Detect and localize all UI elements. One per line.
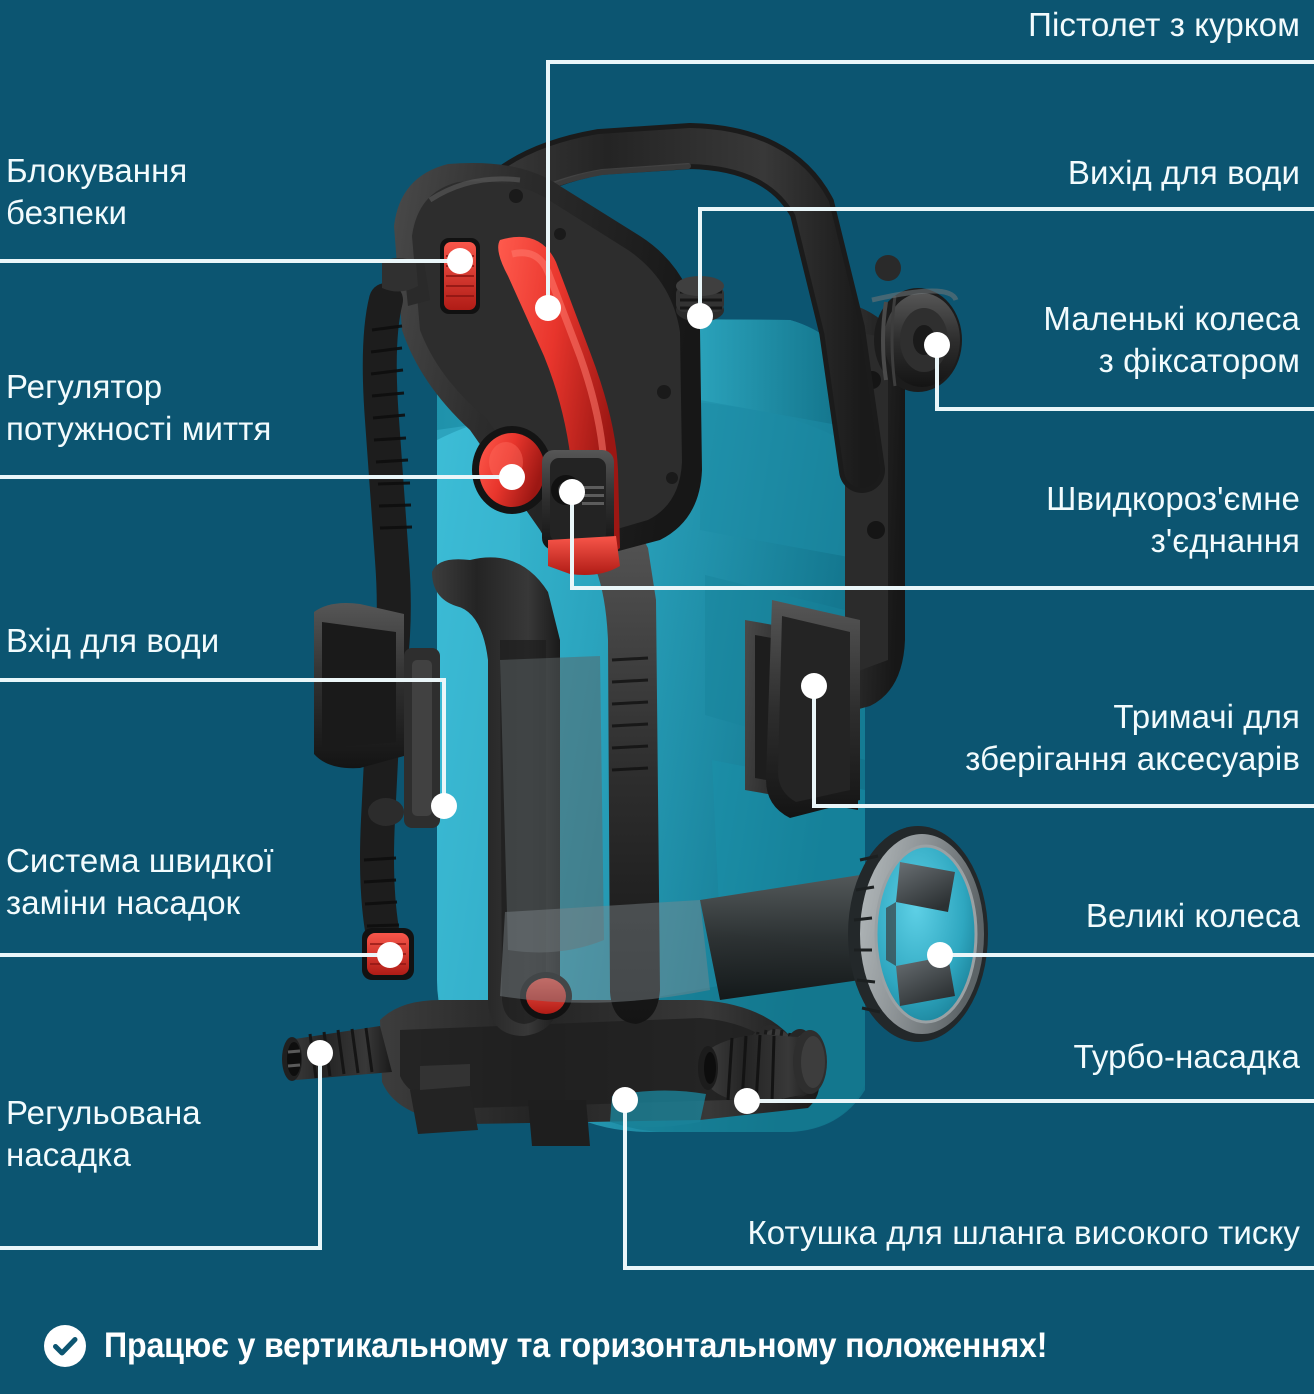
callout-label-accessory-holders: Тримачі для зберігання аксесуарів: [965, 698, 1300, 778]
callout-label-trigger-gun: Пістолет з курком: [1028, 6, 1300, 43]
callout-label-adjustable-nozzle: Регульована насадка: [6, 1094, 201, 1174]
callout-label-quick-connect: Швидкороз'ємне з'єднання: [1046, 480, 1300, 560]
callout-label-big-wheels: Великі колеса: [1085, 897, 1300, 934]
callout-label-water-inlet: Вхід для води: [6, 622, 220, 659]
check-circle-icon: [44, 1325, 86, 1367]
callout-label-quick-change: Система швидкої заміни насадок: [6, 842, 274, 922]
bottom-banner: Працює у вертикальному та горизонтальном…: [0, 1298, 1314, 1394]
callout-label-hose-reel: Котушка для шланга високого тиску: [747, 1214, 1300, 1251]
callout-label-water-outlet: Вихід для води: [1067, 154, 1300, 191]
callout-label-small-wheels: Маленькі колеса з фіксатором: [1043, 300, 1300, 380]
banner-text: Працює у вертикальному та горизонтальном…: [104, 1326, 1048, 1365]
callout-label-power-regulator: Регулятор потужності миття: [6, 368, 272, 448]
callout-label-turbo-nozzle: Турбо-насадка: [1073, 1038, 1300, 1075]
callout-label-safety-lock: Блокування безпеки: [6, 152, 188, 232]
